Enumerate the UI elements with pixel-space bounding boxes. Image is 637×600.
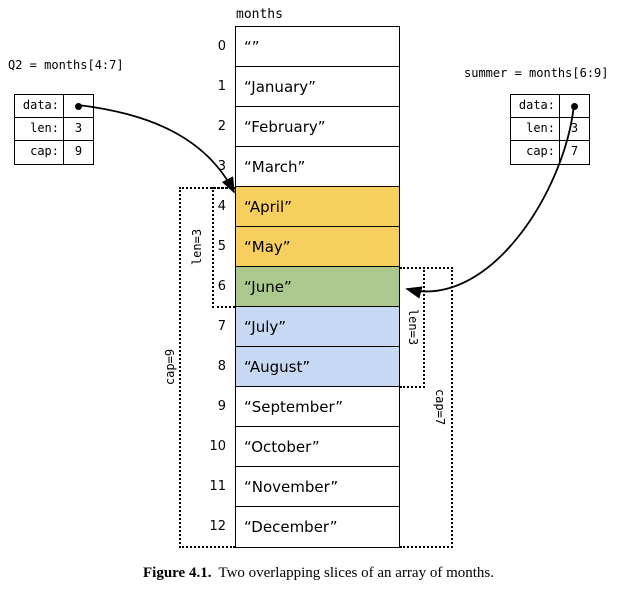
index-label-7: 7 — [217, 319, 226, 334]
index-label-2: 2 — [217, 119, 226, 134]
summer-cap-value: 7 — [559, 141, 589, 164]
index-label-1: 1 — [217, 79, 226, 94]
summer-len-label: len: — [526, 121, 555, 135]
figure-caption-text: Two overlapping slices of an array of mo… — [218, 565, 494, 581]
array-cell-1: “January” — [236, 67, 399, 107]
cell-value-8: “August” — [244, 357, 311, 376]
summer-cap-label: cap: — [526, 144, 555, 158]
index-label-12: 12 — [209, 519, 226, 534]
q2-cap-value: 9 — [63, 141, 93, 164]
q2-len-row: len: 3 — [15, 118, 93, 141]
index-label-10: 10 — [209, 439, 226, 454]
array-title: months — [236, 7, 283, 22]
array-cell-6: “June” — [236, 267, 399, 307]
q2-len-bracket — [212, 187, 235, 308]
summer-data-label: data: — [518, 98, 555, 112]
q2-len-bracket-label: len=3 — [190, 228, 204, 266]
index-label-4: 4 — [217, 199, 226, 214]
summer-data-row: data: — [511, 95, 589, 118]
q2-data-pointer-cell — [63, 95, 93, 117]
array-cell-0: “” — [236, 27, 399, 67]
cell-value-10: “October” — [244, 437, 320, 456]
cell-value-2: “February” — [244, 117, 326, 136]
array-cell-5: “May” — [236, 227, 399, 267]
q2-slice-title: Q2 = months[4:7] — [8, 58, 124, 72]
array-cell-2: “February” — [236, 107, 399, 147]
index-label-0: 0 — [217, 39, 226, 54]
figure-caption-number: Figure 4.1. — [142, 565, 212, 581]
summer-cap-row: cap: 7 — [511, 141, 589, 164]
q2-cap-label: cap: — [30, 144, 59, 158]
q2-data-row: data: — [15, 95, 93, 118]
summer-pointer-dot — [571, 102, 578, 110]
index-label-3: 3 — [217, 159, 226, 174]
q2-data-label: data: — [22, 98, 59, 112]
cell-value-1: “January” — [244, 77, 316, 96]
index-label-11: 11 — [209, 479, 226, 494]
cell-value-6: “June” — [244, 277, 292, 296]
q2-pointer-dot — [75, 102, 82, 110]
array-cell-4: “April” — [236, 187, 399, 227]
cell-value-11: “November” — [244, 477, 339, 496]
cell-value-5: “May” — [244, 237, 291, 256]
index-label-6: 6 — [217, 279, 226, 294]
index-label-5: 5 — [217, 239, 226, 254]
q2-len-value: 3 — [63, 118, 93, 140]
q2-cap-row: cap: 9 — [15, 141, 93, 164]
summer-cap-bracket-label: cap=7 — [433, 388, 447, 426]
array-cell-9: “September” — [236, 387, 399, 427]
index-label-8: 8 — [217, 359, 226, 374]
cell-value-4: “April” — [244, 197, 292, 216]
array-cell-7: “July” — [236, 307, 399, 347]
array-cell-8: “August” — [236, 347, 399, 387]
summer-len-row: len: 3 — [511, 118, 589, 141]
cell-value-3: “March” — [244, 157, 306, 176]
cell-value-0: “” — [244, 37, 260, 56]
summer-len-value: 3 — [559, 118, 589, 140]
array-cell-11: “November” — [236, 467, 399, 507]
summer-len-bracket-label: len=3 — [406, 308, 420, 346]
q2-struct-box: data: len: 3 cap: 9 — [14, 94, 94, 165]
array-cell-10: “October” — [236, 427, 399, 467]
array-cell-3: “March” — [236, 147, 399, 187]
cell-value-9: “September” — [244, 397, 344, 416]
cell-value-12: “December” — [244, 518, 338, 536]
figure-caption: Figure 4.1. Two overlapping slices of an … — [0, 565, 637, 582]
q2-len-label: len: — [30, 121, 59, 135]
array-cell-12: “December” — [236, 507, 399, 547]
summer-data-pointer-cell — [559, 95, 589, 117]
index-label-9: 9 — [217, 399, 226, 414]
summer-slice-title: summer = months[6:9] — [464, 66, 609, 80]
months-array: “” “January” “February” “March” “April” … — [235, 26, 400, 548]
cell-value-7: “July” — [244, 317, 287, 336]
summer-struct-box: data: len: 3 cap: 7 — [510, 94, 590, 165]
q2-cap-bracket-label: cap=9 — [163, 348, 177, 386]
